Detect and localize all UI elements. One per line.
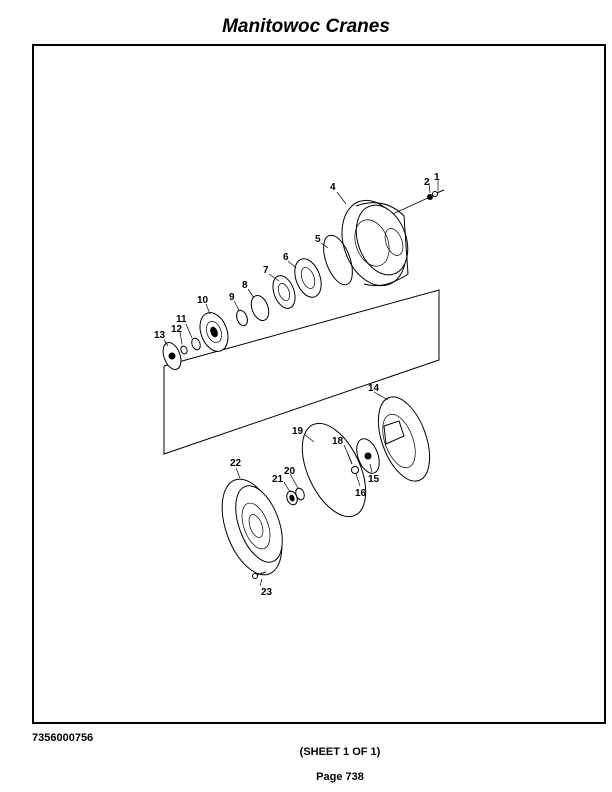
part-impeller-10 — [199, 312, 229, 352]
callout-21: 21 — [272, 474, 284, 485]
part-ring-8 — [250, 294, 270, 322]
callout-11: 11 — [176, 314, 187, 325]
part-ring-9 — [236, 309, 248, 327]
page-title: Manitowoc Cranes — [222, 16, 390, 37]
part-oring-5 — [323, 234, 353, 286]
callout-16: 16 — [355, 488, 367, 499]
callout-14: 14 — [368, 383, 380, 394]
callout-5: 5 — [315, 234, 321, 245]
callout-15: 15 — [368, 474, 380, 485]
callout-10: 10 — [197, 295, 209, 306]
exploded-parts-diagram: 1 2 4 5 6 7 8 9 10 11 12 13 14 15 16 18 … — [154, 172, 445, 598]
callout-1: 1 — [434, 172, 440, 183]
callout-7: 7 — [263, 265, 269, 276]
callout-4: 4 — [330, 182, 336, 193]
part-pin-18 — [347, 453, 353, 465]
callout-8: 8 — [242, 280, 248, 291]
part-washer-12 — [180, 345, 188, 355]
part-ring-11 — [191, 337, 201, 351]
part-hub-15 — [356, 438, 380, 474]
callout-2: 2 — [424, 177, 430, 188]
page-number: Page 738 — [316, 771, 364, 783]
callout-22: 22 — [230, 458, 242, 469]
callout-18: 18 — [332, 436, 344, 447]
part-housing-4 — [341, 199, 409, 287]
document-number: 7356000756 — [32, 732, 94, 744]
part-flange-13 — [162, 342, 182, 370]
leader-lines — [163, 180, 439, 587]
callout-19: 19 — [292, 426, 304, 437]
callout-6: 6 — [283, 252, 289, 263]
sheet-indicator: (SHEET 1 OF 1) — [299, 746, 381, 758]
assembly-connector-outline — [163, 289, 440, 455]
callout-23: 23 — [261, 587, 273, 598]
callout-12: 12 — [171, 324, 183, 335]
part-washer-16 — [351, 466, 359, 474]
callout-13: 13 — [154, 330, 166, 341]
part-bolt-23 — [252, 571, 267, 579]
part-bearing-7 — [272, 275, 296, 309]
part-bolt-1 — [432, 189, 445, 197]
callout-20: 20 — [284, 466, 296, 477]
part-bearing-21 — [286, 490, 298, 506]
part-oring-19 — [301, 422, 367, 518]
part-turbine-14 — [377, 396, 431, 482]
part-cover-22 — [221, 478, 283, 576]
part-seal-6 — [294, 258, 322, 298]
parts-diagram-frame: 1 2 4 5 6 7 8 9 10 11 12 13 14 15 16 18 … — [32, 44, 606, 724]
callout-9: 9 — [229, 292, 235, 303]
